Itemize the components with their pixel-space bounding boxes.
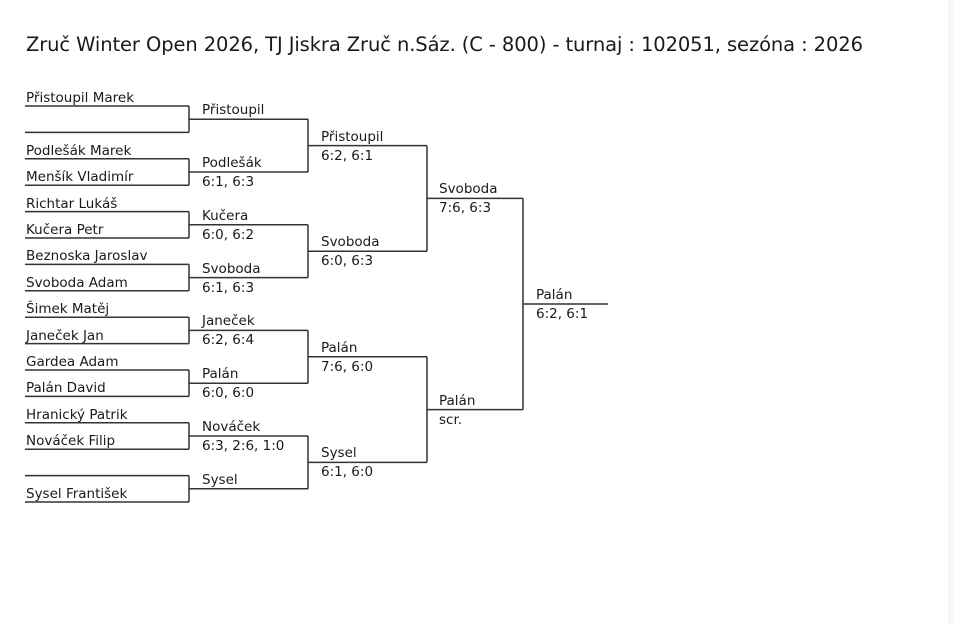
quarterfinal-score: 6:2, 6:1: [321, 147, 374, 164]
match-winner: Nováček: [202, 419, 261, 435]
quarterfinal-winner: Svoboda: [321, 234, 380, 251]
match-score: 6:1, 6:3: [202, 279, 255, 296]
match-winner: Kučera: [202, 207, 249, 224]
match-winner: Sysel: [202, 471, 238, 488]
semifinal-winner: Svoboda: [439, 181, 498, 198]
quarterfinal-winner: Sysel: [321, 445, 357, 462]
player-name: Richtar Lukáš: [26, 195, 118, 212]
match-winner: Svoboda: [202, 260, 261, 277]
match-winner: Podlešák: [202, 155, 262, 171]
final-score: 6:2, 6:1: [536, 306, 589, 322]
player-name: Menšík Vladimír: [26, 169, 134, 186]
player-name: Janeček Jan: [26, 327, 104, 344]
quarterfinal-score: 6:1, 6:0: [321, 464, 374, 481]
match-score: 6:3, 2:6, 1:0: [202, 438, 285, 454]
player-name: Hranický Patrik: [26, 406, 128, 423]
player-name: Nováček Filip: [26, 433, 116, 450]
champion-name: Palán: [536, 287, 573, 303]
player-name: Palán David: [26, 380, 106, 397]
player-name: Beznoska Jaroslav: [26, 248, 148, 265]
match-score: 6:2, 6:4: [202, 332, 255, 349]
match-winner: Janeček: [202, 313, 255, 330]
quarterfinal-winner: Palán: [321, 339, 358, 356]
player-name: Gardea Adam: [26, 354, 119, 370]
match-winner: Palán: [202, 366, 239, 383]
match-score: 6:0, 6:2: [202, 226, 255, 243]
page-title: Zruč Winter Open 2026, TJ Jiskra Zruč n.…: [26, 33, 863, 56]
player-name: Sysel František: [26, 486, 128, 502]
semifinal-score: scr.: [439, 411, 463, 428]
player-name: Kučera Petr: [26, 222, 104, 238]
match-score: 6:0, 6:0: [202, 385, 255, 402]
player-name: Podlešák Marek: [26, 142, 132, 159]
page-edge: [948, 0, 954, 625]
quarterfinal-score: 6:0, 6:3: [321, 253, 374, 270]
match-winner: Přistoupil: [202, 102, 265, 119]
semifinal-score: 7:6, 6:3: [439, 200, 492, 217]
match-score: 6:1, 6:3: [202, 174, 255, 190]
quarterfinal-winner: Přistoupil: [321, 128, 384, 145]
quarterfinal-score: 7:6, 6:0: [321, 358, 374, 375]
player-name: Šimek Matěj: [26, 301, 110, 318]
player-name: Přistoupil Marek: [26, 90, 135, 106]
semifinal-winner: Palán: [439, 392, 476, 409]
player-name: Svoboda Adam: [26, 274, 128, 291]
